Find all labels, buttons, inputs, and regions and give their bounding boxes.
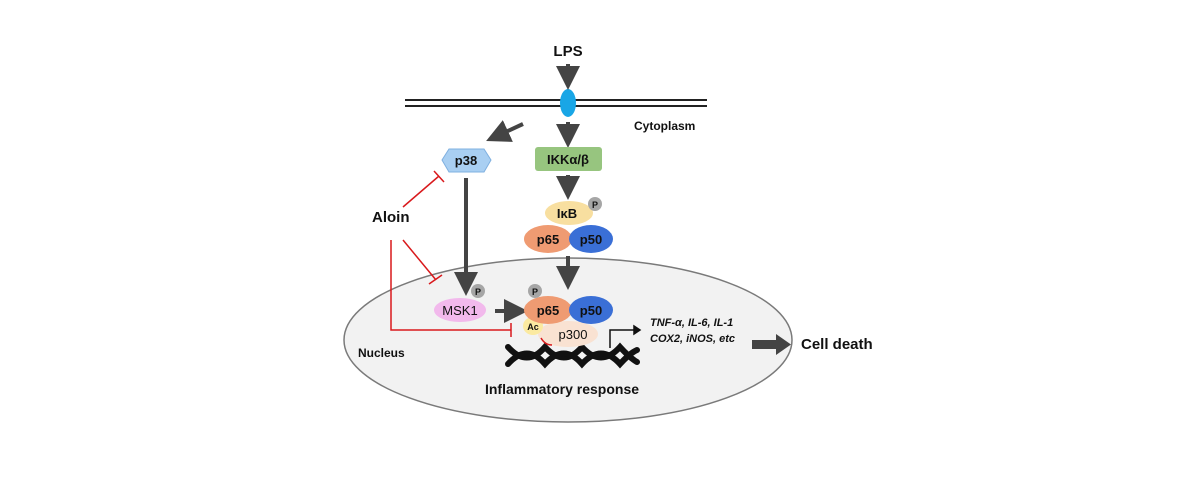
msk1-phospho-label: P (475, 287, 481, 297)
receptor-to-p38-arrow (486, 120, 524, 142)
lps-label: LPS (553, 43, 582, 60)
p300-label: p300 (559, 327, 588, 342)
nucleus-label: Nucleus (358, 346, 405, 360)
genes-line-2: COX2, iNOS, etc (650, 333, 735, 345)
nuclear-nfkb-complex: p300 Ac p65 p50 P (523, 284, 613, 347)
aloin-inhibits-acetylation (390, 240, 512, 337)
ac-label: Ac (527, 322, 539, 332)
ikk-node: IKKα/β (535, 147, 602, 171)
ikb-phospho-label: P (592, 200, 598, 210)
ikb-node (545, 201, 593, 225)
aloin-inhibits-p38 (402, 170, 445, 208)
ikb-label: IκB (557, 206, 577, 221)
ikb-phospho-badge (588, 197, 602, 211)
cytoplasm-label: Cytoplasm (634, 119, 695, 133)
p65-label-nucleus: p65 (537, 303, 559, 318)
cell-death-arrow (752, 334, 791, 355)
p50-node-nucleus (569, 296, 613, 324)
p50-label-nucleus: p50 (580, 303, 602, 318)
p38-label: p38 (455, 153, 477, 168)
dna-helix (505, 342, 640, 369)
p65-node-nucleus (524, 296, 572, 324)
tlr4-receptor (560, 89, 576, 117)
p65-phospho-label: P (532, 287, 538, 297)
cell-membrane (405, 99, 707, 107)
p65-phospho-badge (528, 284, 542, 298)
msk1-phospho-badge (471, 284, 485, 298)
inflammatory-response-label: Inflammatory response (485, 381, 639, 397)
msk1-label: MSK1 (442, 303, 477, 318)
msk1-node: MSK1 P (434, 284, 486, 322)
p65-node-cytoplasm (524, 225, 572, 253)
cell-death-label: Cell death (801, 336, 873, 353)
p300-node (538, 321, 598, 347)
ikk-label: IKKα/β (547, 152, 589, 167)
p38-node: p38 (441, 148, 492, 173)
p50-node-cytoplasm (569, 225, 613, 253)
aloin-inhibits-msk1 (402, 239, 443, 285)
acetylation-arrow (540, 337, 553, 346)
genes-line-1: TNF-α, IL-6, IL-1 (650, 317, 733, 329)
p65-label-cytoplasm: p65 (537, 232, 559, 247)
p50-label-cytoplasm: p50 (580, 232, 602, 247)
ikb-complex: IκB P p65 p50 (524, 197, 613, 253)
aloin-label: Aloin (372, 209, 410, 226)
transcription-start-arrow (609, 324, 642, 348)
